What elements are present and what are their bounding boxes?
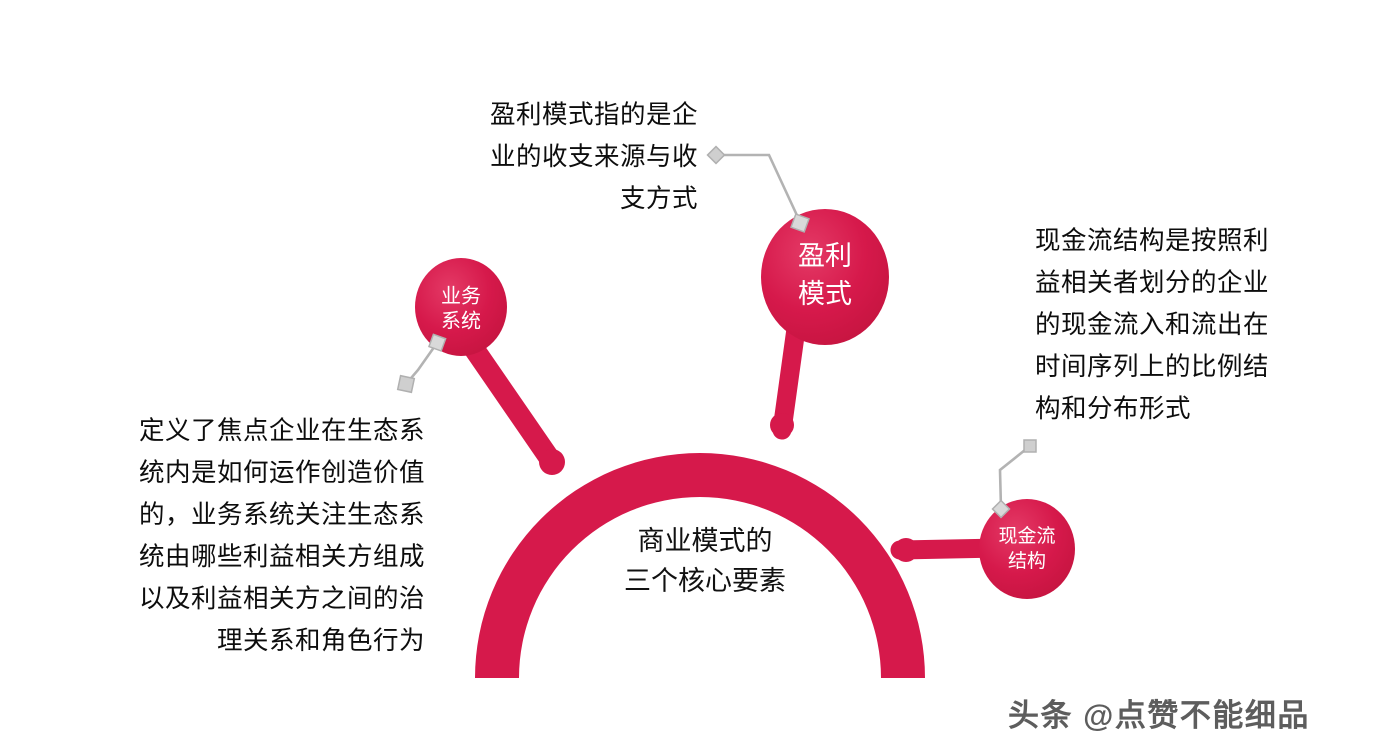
leader-marker-cashflow-structure bbox=[1023, 439, 1037, 453]
leader-line-profit-model bbox=[716, 153, 803, 225]
joint-profit-model bbox=[770, 413, 794, 437]
joint-business-system bbox=[539, 449, 565, 475]
leader-markers bbox=[396, 145, 1037, 519]
leader-marker-profit-model bbox=[706, 145, 726, 165]
description-cashflow-structure: 现金流结构是按照利 益相关者划分的企业 的现金流入和流出在 时间序列上的比例结 … bbox=[1035, 227, 1270, 423]
node-business-system-label-line1: 业务 bbox=[441, 284, 481, 307]
leader-anchor-profit-model bbox=[790, 213, 810, 233]
core-ring-arc bbox=[475, 453, 925, 678]
node-cashflow-structure-label-line2: 结构 bbox=[1008, 550, 1046, 572]
core-ring bbox=[475, 453, 925, 678]
stem-business-system bbox=[457, 329, 563, 473]
core-title: 商业模式的 三个核心要素 bbox=[624, 526, 786, 596]
joint-cashflow-structure bbox=[894, 538, 918, 562]
description-profit-model: 盈利模式指的是企 业的收支来源与收 支方式 bbox=[489, 101, 698, 213]
node-profit-model-label-line1: 盈利 bbox=[798, 241, 852, 271]
node-cashflow-structure-label-line1: 现金流 bbox=[998, 525, 1055, 547]
node-business-system-circle[interactable] bbox=[415, 258, 507, 356]
leader-line-cashflow-structure bbox=[998, 444, 1031, 510]
leader-anchor-business-system bbox=[428, 333, 447, 352]
watermark: 头条 @点赞不能细品 bbox=[1008, 698, 1310, 733]
node-cashflow-structure[interactable]: 现金流 结构 bbox=[979, 499, 1075, 599]
node-circles: 业务 系统 盈利 模式 现金流 结构 bbox=[415, 209, 1075, 599]
node-profit-model[interactable]: 盈利 模式 bbox=[761, 209, 889, 345]
node-cashflow-structure-circle[interactable] bbox=[979, 499, 1075, 599]
leader-anchor-cashflow-structure bbox=[991, 499, 1011, 519]
node-business-system-label-line2: 系统 bbox=[441, 309, 481, 332]
leader-marker-business-system bbox=[396, 374, 416, 394]
node-business-system[interactable]: 业务 系统 bbox=[415, 258, 507, 356]
node-profit-model-circle[interactable] bbox=[761, 209, 889, 345]
description-business-system: 定义了焦点企业在生态系 统内是如何运作创造价值 的，业务系统关注生态系 统由哪些… bbox=[138, 417, 425, 655]
node-profit-model-label-line2: 模式 bbox=[798, 279, 852, 309]
stem-joints bbox=[539, 413, 918, 562]
